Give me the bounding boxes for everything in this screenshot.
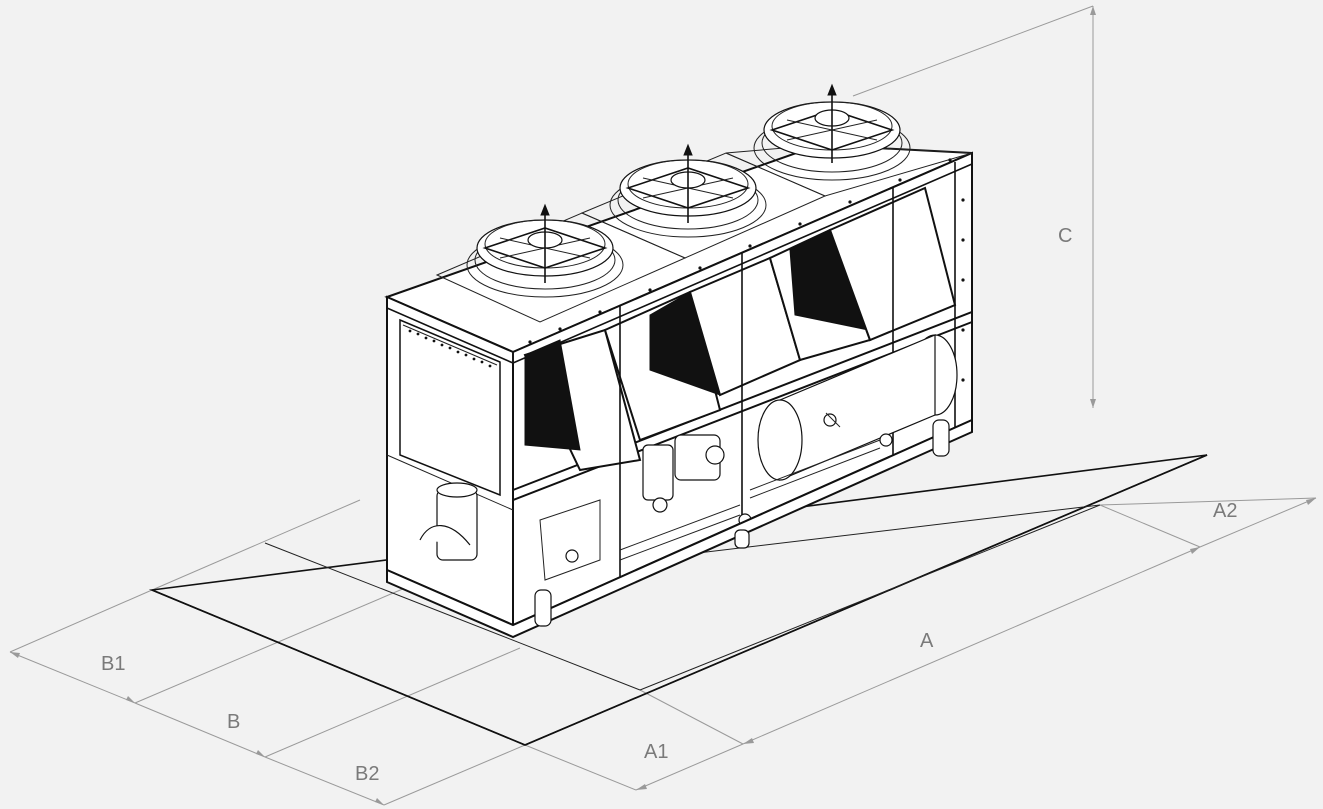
dimension-label-b2: B2 bbox=[355, 763, 379, 785]
dimension-lines bbox=[9, 5, 1317, 806]
dimension-text: C A2 A A1 B1 B B2 bbox=[101, 225, 1237, 785]
mounting-feet bbox=[534, 419, 950, 627]
dimension-label-b1: B1 bbox=[101, 653, 125, 675]
fan-1 bbox=[466, 203, 624, 298]
fan-3 bbox=[753, 83, 911, 181]
dimension-label-a2: A2 bbox=[1213, 500, 1237, 522]
dimension-label-c: C bbox=[1058, 225, 1072, 247]
chiller-unit bbox=[384, 83, 973, 639]
compressors-and-piping bbox=[419, 433, 893, 581]
frame-rivets bbox=[528, 158, 965, 382]
electrical-panel-door bbox=[399, 318, 501, 497]
fan-2 bbox=[609, 143, 767, 238]
dimension-label-a1: A1 bbox=[644, 741, 668, 763]
dimension-label-b: B bbox=[227, 711, 240, 733]
evaporator-shell bbox=[757, 334, 958, 481]
dimension-label-a: A bbox=[920, 630, 934, 652]
panel-vent-rivets bbox=[408, 329, 492, 368]
